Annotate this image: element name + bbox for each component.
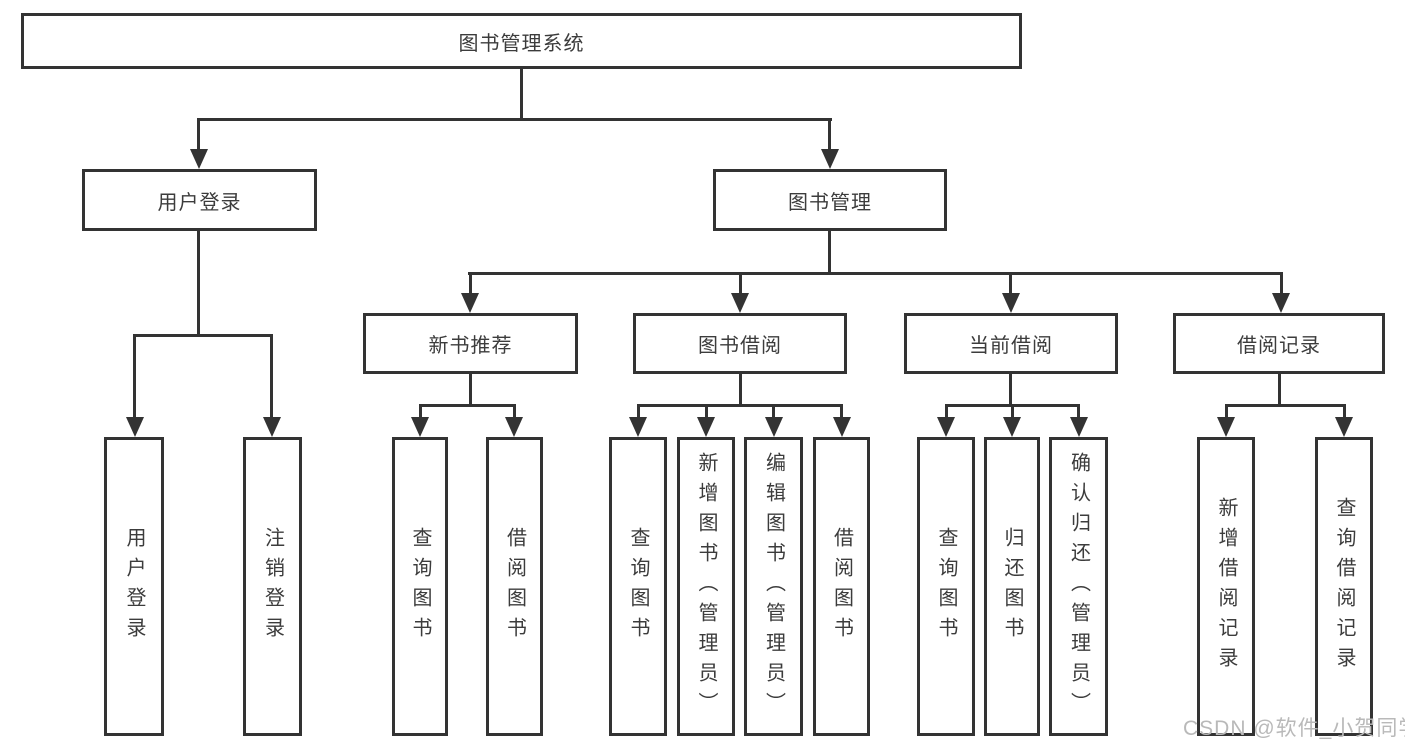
connector-root-hbar: [197, 118, 832, 121]
leaf-add-borrow-record: 新增借阅记录: [1197, 437, 1255, 736]
leaf-edit-book-admin: 编辑图书（管理员）: [744, 437, 803, 736]
connector-hbar: [133, 334, 273, 337]
arrowhead-down-icon: [461, 293, 479, 313]
leaf-borrow-books-recommend-label: 借阅图书: [503, 526, 526, 647]
leaf-confirm-return-admin: 确认归还（管理员）: [1049, 437, 1108, 736]
arrowhead-down-icon: [411, 417, 429, 437]
leaf-query-borrow-record-label: 查询借阅记录: [1333, 496, 1355, 677]
arrowhead-down-icon: [505, 417, 523, 437]
leaf-borrow-books-borrowing-label: 借阅图书: [830, 526, 853, 647]
leaf-confirm-return-admin-label: 确认归还（管理员）: [1067, 451, 1090, 722]
leaf-query-books-borrowing: 查询图书: [609, 437, 667, 736]
arrowhead-down-icon: [833, 417, 851, 437]
connector-stem: [1009, 272, 1012, 296]
node-borrowing-records-label: 借阅记录: [1237, 335, 1321, 357]
csdn-watermark: CSDN @软件_小贺同学: [1183, 717, 1405, 740]
arrowhead-down-icon: [821, 149, 839, 169]
leaf-add-borrow-record-label: 新增借阅记录: [1215, 496, 1237, 677]
connector-stem: [197, 231, 200, 337]
leaf-query-books-recommend: 查询图书: [392, 437, 448, 736]
connector-hbar: [637, 404, 843, 407]
arrowhead-down-icon: [1003, 417, 1021, 437]
leaf-user-login-label: 用户登录: [123, 526, 145, 647]
leaf-query-borrow-record: 查询借阅记录: [1315, 437, 1373, 736]
node-new-book-recommendation-label: 新书推荐: [428, 335, 513, 357]
arrowhead-down-icon: [126, 417, 144, 437]
leaf-borrow-books-borrowing: 借阅图书: [813, 437, 870, 736]
arrowhead-down-icon: [731, 293, 749, 313]
connector-stem: [1009, 374, 1012, 407]
connector-stem: [705, 404, 708, 419]
node-root: 图书管理系统: [21, 13, 1022, 69]
node-book-borrowing-label: 图书借阅: [698, 335, 782, 357]
connector-stem: [469, 272, 472, 296]
connector-stem: [945, 404, 948, 419]
leaf-add-book-admin: 新增图书（管理员）: [677, 437, 735, 736]
connector-root-stem: [520, 68, 523, 121]
connector-stem: [739, 272, 742, 296]
connector-stem: [1077, 404, 1080, 419]
node-new-book-recommendation: 新书推荐: [363, 313, 578, 374]
connector-stem: [637, 404, 640, 419]
leaf-borrow-books-recommend: 借阅图书: [486, 437, 543, 736]
arrowhead-down-icon: [765, 417, 783, 437]
connector-hbar: [468, 272, 1283, 275]
connector-hbar: [1225, 404, 1346, 407]
arrowhead-down-icon: [937, 417, 955, 437]
connector-hbar: [419, 404, 516, 407]
leaf-query-books-current-label: 查询图书: [935, 526, 957, 647]
arrowhead-down-icon: [263, 417, 281, 437]
node-book-management: 图书管理: [713, 169, 947, 231]
node-book-management-label: 图书管理: [788, 191, 872, 214]
connector-user-login-stem: [197, 118, 200, 152]
connector-stem: [1278, 374, 1281, 407]
connector-stem: [1280, 272, 1283, 296]
arrowhead-down-icon: [697, 417, 715, 437]
connector-stem: [419, 404, 422, 419]
leaf-query-books-borrowing-label: 查询图书: [627, 526, 649, 647]
arrowhead-down-icon: [1002, 293, 1020, 313]
leaf-logout-label: 注销登录: [261, 526, 284, 647]
arrowhead-down-icon: [1272, 293, 1290, 313]
connector-book-mgmt-stem: [828, 118, 831, 152]
node-user-login-label: 用户登录: [157, 191, 242, 214]
leaf-edit-book-admin-label: 编辑图书（管理员）: [762, 451, 785, 722]
connector-stem: [1225, 404, 1228, 419]
leaf-return-books-label: 归还图书: [1001, 526, 1023, 647]
connector-stem: [840, 404, 843, 419]
leaf-return-books: 归还图书: [984, 437, 1040, 736]
connector-stem: [1011, 404, 1014, 419]
node-root-label: 图书管理系统: [458, 32, 585, 55]
leaf-query-books-recommend-label: 查询图书: [409, 526, 431, 647]
node-user-login: 用户登录: [82, 169, 317, 231]
node-current-borrowing: 当前借阅: [904, 313, 1118, 374]
arrowhead-down-icon: [1335, 417, 1353, 437]
connector-stem: [133, 334, 136, 419]
connector-stem: [772, 404, 775, 419]
connector-stem: [739, 374, 742, 407]
node-borrowing-records: 借阅记录: [1173, 313, 1385, 374]
node-current-borrowing-label: 当前借阅: [969, 335, 1053, 357]
connector-stem: [270, 334, 273, 419]
node-book-borrowing: 图书借阅: [633, 313, 847, 374]
leaf-query-books-current: 查询图书: [917, 437, 975, 736]
leaf-user-login: 用户登录: [104, 437, 164, 736]
arrowhead-down-icon: [190, 149, 208, 169]
arrowhead-down-icon: [1217, 417, 1235, 437]
connector-stem: [469, 374, 472, 407]
leaf-add-book-admin-label: 新增图书（管理员）: [695, 451, 717, 722]
connector-stem: [513, 404, 516, 419]
arrowhead-down-icon: [1070, 417, 1088, 437]
arrowhead-down-icon: [629, 417, 647, 437]
connector-stem: [1343, 404, 1346, 419]
leaf-logout: 注销登录: [243, 437, 302, 736]
connector-stem: [828, 231, 831, 275]
